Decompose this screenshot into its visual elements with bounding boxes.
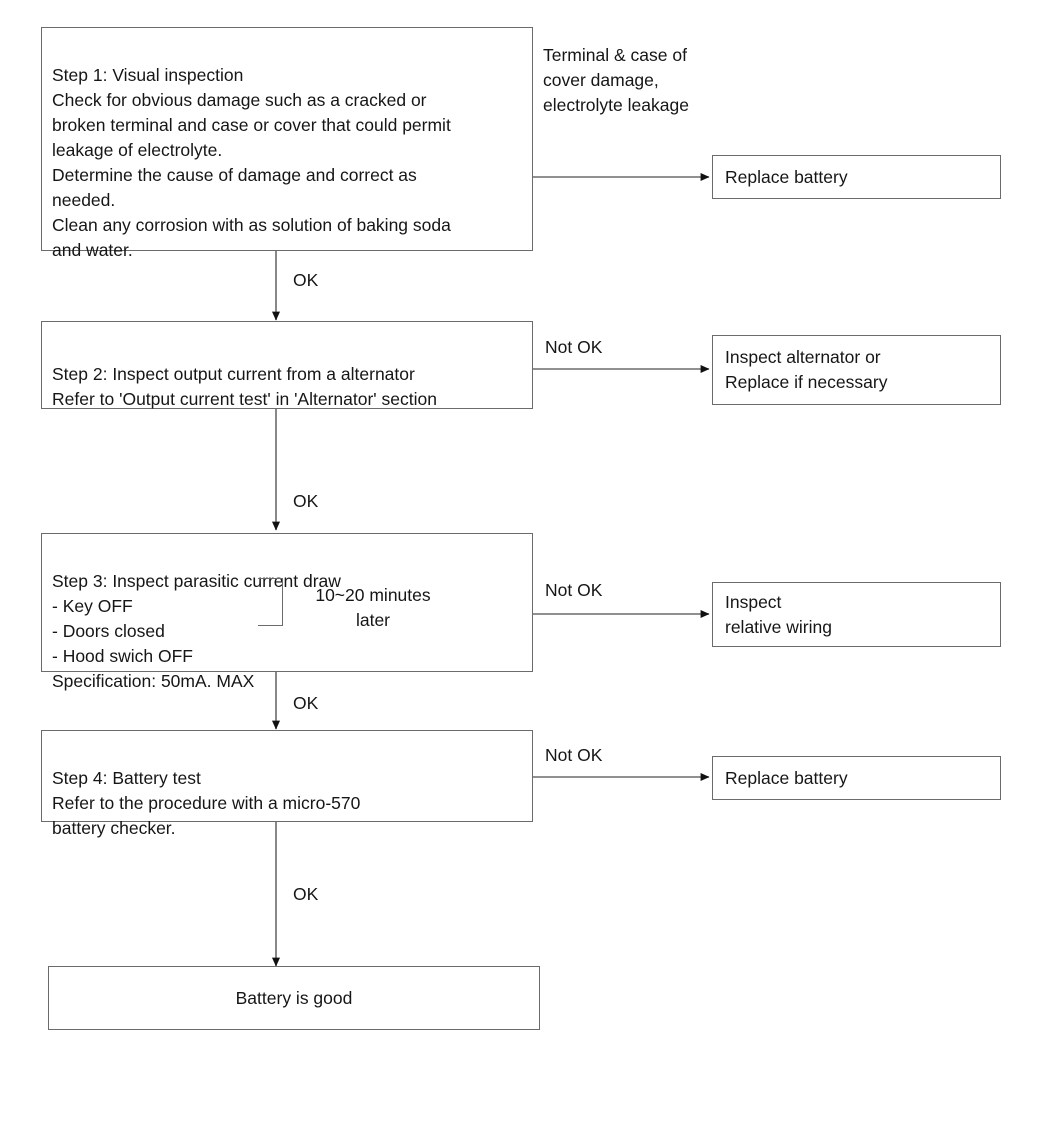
step-2-text: Step 2: Inspect output current from a al… [52, 364, 437, 409]
outcome-3-box[interactable]: Inspect relative wiring [712, 582, 1001, 647]
step-2-box[interactable]: Step 2: Inspect output current from a al… [41, 321, 533, 409]
fail-condition-1-label: Terminal & case of cover damage, electro… [543, 45, 689, 115]
timer-note: 10~20 minutes later [315, 585, 431, 630]
step-1-box[interactable]: Step 1: Visual inspection Check for obvi… [41, 27, 533, 260]
outcome-1-box[interactable]: Replace battery [712, 155, 1001, 199]
terminal-battery-good-box[interactable]: Battery is good [48, 966, 540, 1030]
edge-label-ok-3: OK [293, 693, 319, 713]
outcome-4-box[interactable]: Replace battery [712, 756, 1001, 800]
outcome-4-text: Replace battery [725, 767, 848, 788]
step-4-text: Step 4: Battery test Refer to the proced… [52, 768, 361, 838]
outcome-1-text: Replace battery [725, 166, 848, 187]
terminal-battery-good-text: Battery is good [235, 987, 353, 1008]
step-3-box[interactable]: Step 3: Inspect parasitic current draw -… [41, 533, 533, 691]
step-1-text: Step 1: Visual inspection Check for obvi… [52, 65, 451, 260]
edge-label-ok-2: OK [293, 491, 319, 511]
outcome-2-box[interactable]: Inspect alternator or Replace if necessa… [712, 335, 1001, 405]
edge-label-ok-4: OK [293, 884, 319, 904]
edge-label-ok-1: OK [293, 270, 319, 290]
edge-label-not-ok-3: Not OK [545, 580, 603, 600]
outcome-3-text: Inspect relative wiring [725, 591, 832, 637]
edge-label-not-ok-2: Not OK [545, 337, 603, 357]
step-4-box[interactable]: Step 4: Battery test Refer to the proced… [41, 730, 533, 838]
outcome-2-text: Inspect alternator or Replace if necessa… [725, 347, 888, 392]
edge-label-not-ok-4: Not OK [545, 745, 603, 765]
condition-group-bracket [258, 578, 283, 626]
step-3-text: Step 3: Inspect parasitic current draw -… [52, 571, 341, 691]
